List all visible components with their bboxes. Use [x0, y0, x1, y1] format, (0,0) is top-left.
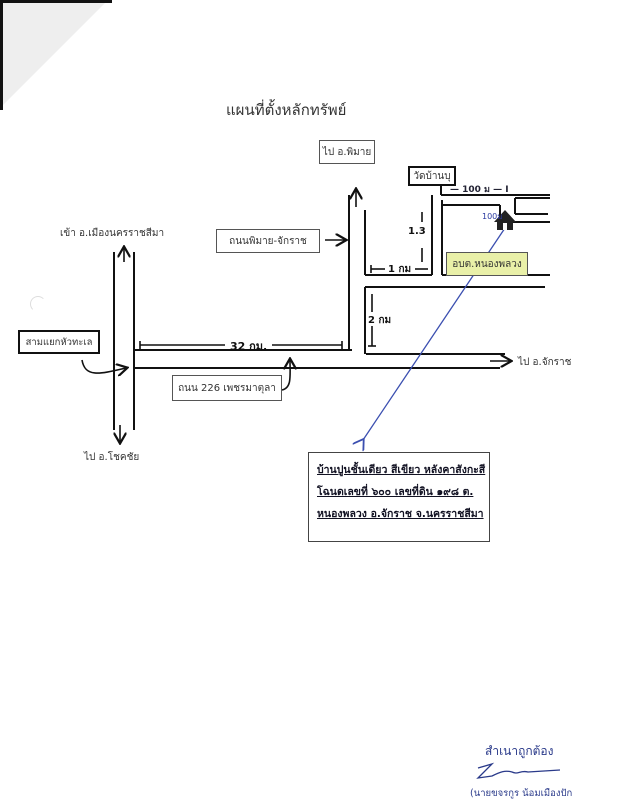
- signature: [476, 762, 561, 779]
- label-dist-1km: 1 กม: [388, 264, 412, 275]
- label-dist-100m-vertical: 100ม: [482, 212, 503, 221]
- signer-name: (นายขจรกูร น้อมเมืองปัก: [470, 788, 573, 799]
- label-wat-ban: วัดบ้านบุ: [408, 166, 456, 186]
- punch-hole: [30, 296, 46, 312]
- label-to-nakhon-ratchasima: เข้า อ.เมืองนครราชสีมา: [60, 228, 165, 239]
- label-to-phimai: ไป อ.พิมาย: [319, 140, 375, 164]
- folded-corner: [0, 0, 108, 108]
- arrow-road-226: [281, 360, 290, 391]
- label-phimai-chakkarat-road: ถนนพิมาย-จักราช: [216, 229, 320, 253]
- label-dist-1-3: 1.3: [408, 226, 426, 237]
- label-sao-nong-phluang: อบต.หนองพลวง: [446, 252, 528, 276]
- label-dist-100m: — 100 ม — I: [450, 185, 509, 195]
- property-line-3: หนองพลวง อ.จักราช จ.นครราชสีมา: [317, 508, 484, 520]
- label-to-chakkarat: ไป อ.จักราช: [518, 357, 572, 368]
- page-title: แผนที่ตั้งหลักทรัพย์: [226, 101, 347, 119]
- scan-edge: [0, 0, 112, 3]
- arrow-sam-yaek: [81, 359, 126, 373]
- label-road-226: ถนน 226 เพชรมาตุลา: [172, 375, 282, 401]
- label-dist-2km: 2 กม: [368, 315, 392, 326]
- property-line-1: บ้านปูนชั้นเดียว สีเขียว หลังคาสังกะสี: [317, 464, 486, 476]
- label-dist-32km: 32 กม.: [230, 340, 268, 353]
- label-to-chok-chai: ไป อ.โชคชัย: [84, 452, 140, 463]
- label-sam-yaek: สามแยกหัวทะเล: [18, 330, 100, 354]
- property-line-2: โฉนดเลขที่ ๖๐๐ เลขที่ดิน ๑๙๘ ต.: [317, 486, 474, 498]
- house-icon: [494, 210, 516, 230]
- scan-edge: [0, 0, 3, 110]
- certification-text: สำเนาถูกต้อง: [485, 744, 554, 758]
- property-description-box: บ้านปูนชั้นเดียว สีเขียว หลังคาสังกะสี โ…: [308, 452, 490, 542]
